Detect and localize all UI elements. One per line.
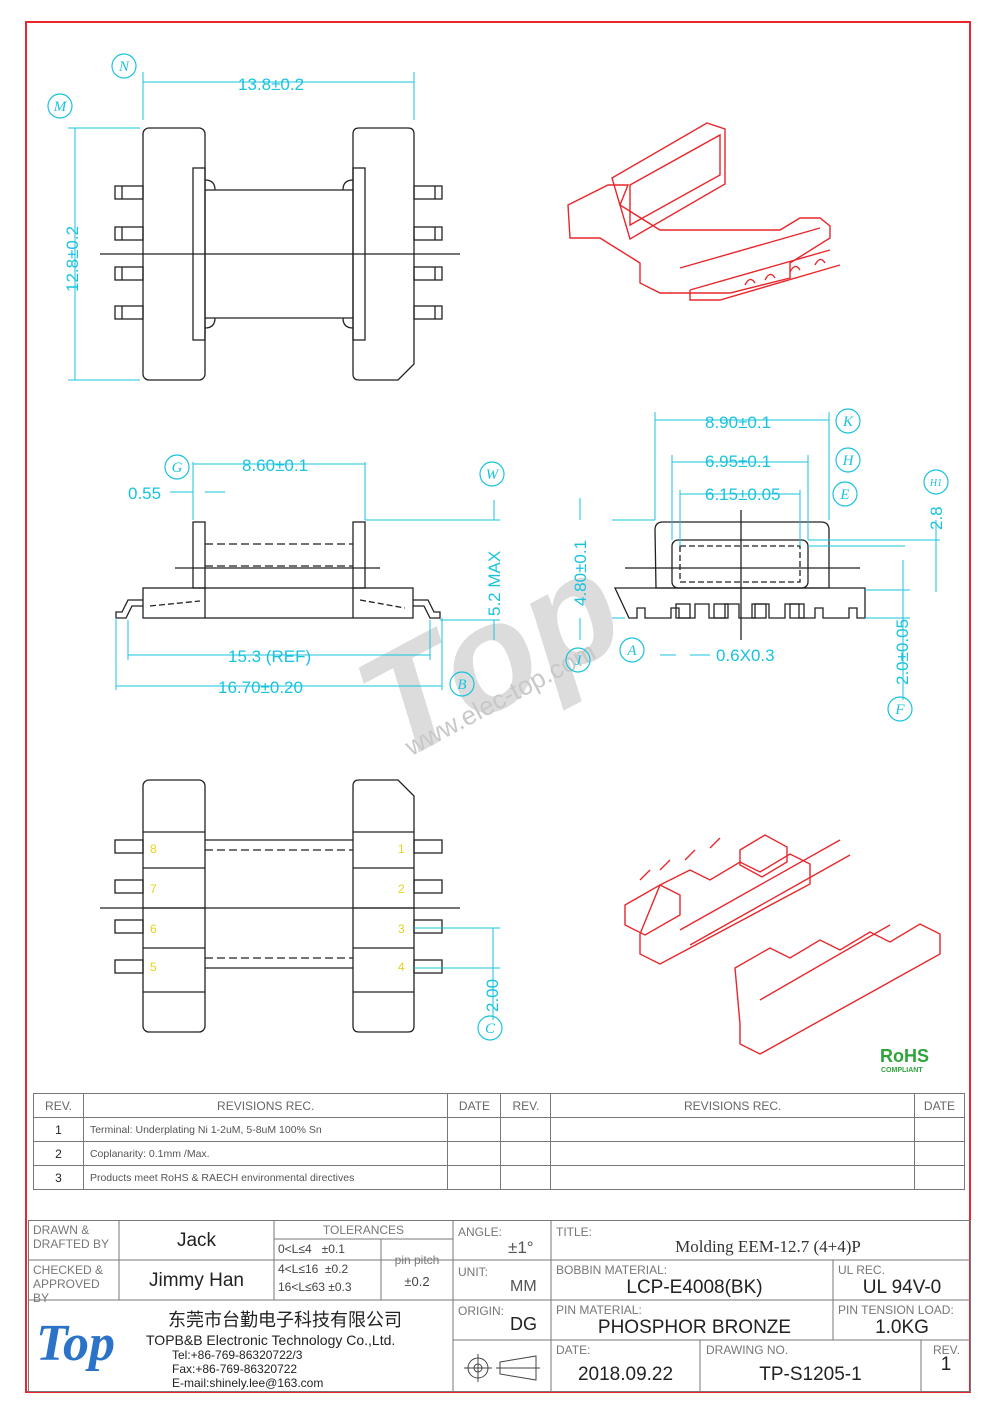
revisions-header: REVISIONS REC. (550, 1093, 915, 1118)
company-name-en: TOPB&B Electronic Technology Co.,Ltd. (146, 1332, 396, 1348)
dim-12-8: 12.8±0.2 (63, 226, 82, 292)
projection-symbol (464, 1354, 540, 1382)
drawing-frame (25, 21, 971, 1393)
dim-15-3: 15.3 (REF) (228, 647, 311, 666)
revision-row: 1 Terminal: Underplating Ni 1-2uM, 5-8uM… (33, 1117, 966, 1142)
callout-j: J (575, 653, 583, 669)
origin-value: DG (510, 1314, 537, 1334)
drawn-label: DRAWN & DRAFTED BY (33, 1223, 110, 1251)
revision-table: REV. REVISIONS REC. DATE REV. REVISIONS … (33, 1093, 966, 1190)
callout-a: A (626, 643, 637, 659)
callout-c: C (485, 1021, 496, 1037)
angle-value: ±1° (508, 1238, 534, 1257)
pin-number: 4 (398, 960, 405, 974)
pin-number: 7 (150, 882, 157, 896)
dim-6-95: 6.95±0.1 (705, 452, 771, 471)
dim-4-80: 4.80±0.1 (571, 540, 590, 606)
rev-label: REV. (933, 1343, 960, 1357)
rev-value: 1 (940, 1354, 952, 1375)
rev-header: REV. (500, 1093, 552, 1118)
dim-13-8: 13.8±0.2 (238, 75, 304, 94)
tolerance-1: 0<L≤4 ±0.1 (278, 1242, 345, 1256)
title-block: DRAWN & DRAFTED BY Jack CHECKED & APPROV… (28, 1220, 971, 1392)
bobbin-material: LCP-E4008(BK) (626, 1277, 763, 1298)
rohs-sub: COMPLIANT (881, 1067, 923, 1074)
drawing-title: Molding EEM-12.7 (4+4)P (675, 1237, 861, 1256)
dim-0-55: 0.55 (128, 484, 161, 503)
pin-number: 3 (398, 922, 405, 936)
bottom-view (100, 779, 460, 1033)
callout-h1: H1 (929, 478, 942, 489)
date-value: 2018.09.22 (577, 1364, 674, 1385)
dim-16-70: 16.70±0.20 (218, 678, 303, 697)
checked-label: CHECKED & APPROVED BY (33, 1263, 104, 1305)
company-fax: Fax:+86-769-86320722 (172, 1362, 298, 1376)
pin-number: 2 (398, 882, 405, 896)
unit-label: UNIT: (458, 1265, 488, 1279)
pin-number: 1 (398, 842, 405, 856)
ul-rec-label: UL REC. (838, 1263, 885, 1277)
callout-n: N (118, 59, 130, 75)
pin-number: 8 (150, 842, 157, 856)
company-name-cn: 东莞市台勤电子科技有限公司 (168, 1310, 402, 1330)
iso-view-bottom (624, 834, 941, 1055)
company-logo: Top (36, 1315, 115, 1372)
revision-row: 2 Coplanarity: 0.1mm /Max. (33, 1141, 966, 1166)
tolerances-label: TOLERANCES (322, 1223, 405, 1237)
dim-2-0: 2.0±0.05 (893, 619, 912, 685)
pin-tension: 1.0KG (875, 1317, 929, 1338)
origin-label: ORIGIN: (458, 1304, 505, 1318)
dim-2-00: 2.00 (483, 979, 502, 1012)
title-label: TITLE: (556, 1225, 593, 1239)
dim-0-6: 0.6X0.3 (716, 646, 775, 665)
date-label: DATE: (556, 1343, 591, 1357)
tolerance-3: 16<L≤63 ±0.3 (278, 1280, 352, 1294)
front-view (613, 510, 866, 640)
callout-k: K (842, 414, 854, 430)
drawn-by: Jack (176, 1230, 217, 1251)
angle-label: ANGLE: (458, 1225, 503, 1239)
pin-tension-label: PIN TENSION LOAD: (838, 1303, 954, 1317)
rev-header: REV. (33, 1093, 84, 1118)
revision-row: 3 Products meet RoHS & RAECH environment… (33, 1165, 966, 1190)
date-header: DATE (913, 1093, 966, 1118)
callout-m: M (53, 99, 68, 115)
pin-material-label: PIN MATERIAL: (556, 1303, 642, 1317)
ul-rec: UL 94V-0 (862, 1277, 942, 1298)
pin-pitch: ±0.2 (404, 1274, 430, 1289)
callout-e: E (839, 487, 849, 503)
dim-8-90: 8.90±0.1 (705, 413, 771, 432)
dim-2-8: 2.8 (927, 506, 946, 530)
pin-pitch-label: pin pitch (394, 1253, 440, 1267)
pin-number: 5 (150, 960, 157, 974)
iso-view-top (567, 122, 841, 301)
top-view (100, 127, 460, 381)
pin-number: 6 (150, 922, 157, 936)
tolerance-2: 4<L≤16 ±0.2 (278, 1262, 349, 1276)
dim-8-60: 8.60±0.1 (242, 456, 308, 475)
unit-value: MM (510, 1278, 537, 1295)
dim-6-15: 6.15±0.05 (705, 485, 781, 504)
company-email: E-mail:shinely.lee@163.com (172, 1376, 324, 1390)
revisions-header: REVISIONS REC. (82, 1093, 449, 1118)
approved-by: Jimmy Han (148, 1270, 244, 1291)
bobbin-material-label: BOBBIN MATERIAL: (556, 1263, 668, 1277)
company-tel: Tel:+86-769-86320722/3 (172, 1348, 303, 1362)
drawing-no: TP-S1205-1 (759, 1364, 862, 1385)
callout-b: B (457, 677, 466, 693)
drawing-no-label: DRAWING NO. (706, 1343, 789, 1357)
side-view (115, 521, 441, 619)
pin-material: PHOSPHOR BRONZE (597, 1317, 792, 1338)
callout-w: W (486, 467, 500, 483)
callout-h: H (842, 453, 855, 469)
dim-5-2: 5.2 MAX (485, 551, 504, 616)
callout-g: G (172, 460, 183, 476)
date-header: DATE (447, 1093, 502, 1118)
rohs-mark: RoHS (880, 1046, 929, 1066)
callout-f: F (894, 702, 905, 718)
